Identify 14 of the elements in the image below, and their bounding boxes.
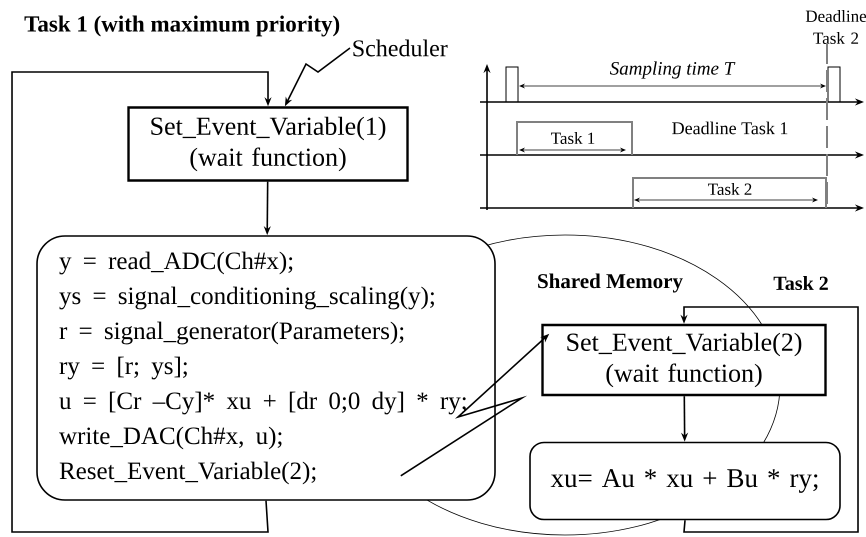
- timing-label: Task 2: [708, 183, 752, 195]
- code-box: y = read_ADC(Ch#x); ys = signal_conditioning_scaling(y); r = signal_generator(Parameters); ry = [r; ys]; u = [Cr –Cy]* xu + [dr 0;0 dy] * ry; write_DAC(Ch#x, u); Reset_Event_Variable(2);: [36, 235, 496, 501]
- timing-label: Sampling time T: [610, 61, 736, 79]
- heading-label: Shared Memory: [538, 273, 683, 293]
- timing-label: Deadline Task 2: [806, 10, 866, 44]
- scheduler-label: Scheduler: [353, 40, 448, 56]
- timing-label: Task 1: [551, 132, 594, 144]
- process-box: Set_Event_Variable(2) (wait function): [541, 324, 827, 396]
- process-box: xu= Au * xu + Bu * ry;: [529, 442, 841, 520]
- title-text: Task 1 (with maximum priority): [24, 16, 340, 36]
- timing-label: Deadline Task 1: [672, 122, 788, 134]
- loop-arrow: [11, 71, 272, 533]
- task-label: Task 2: [774, 276, 828, 290]
- process-box: Set_Event_Variable(1) (wait function): [127, 106, 409, 182]
